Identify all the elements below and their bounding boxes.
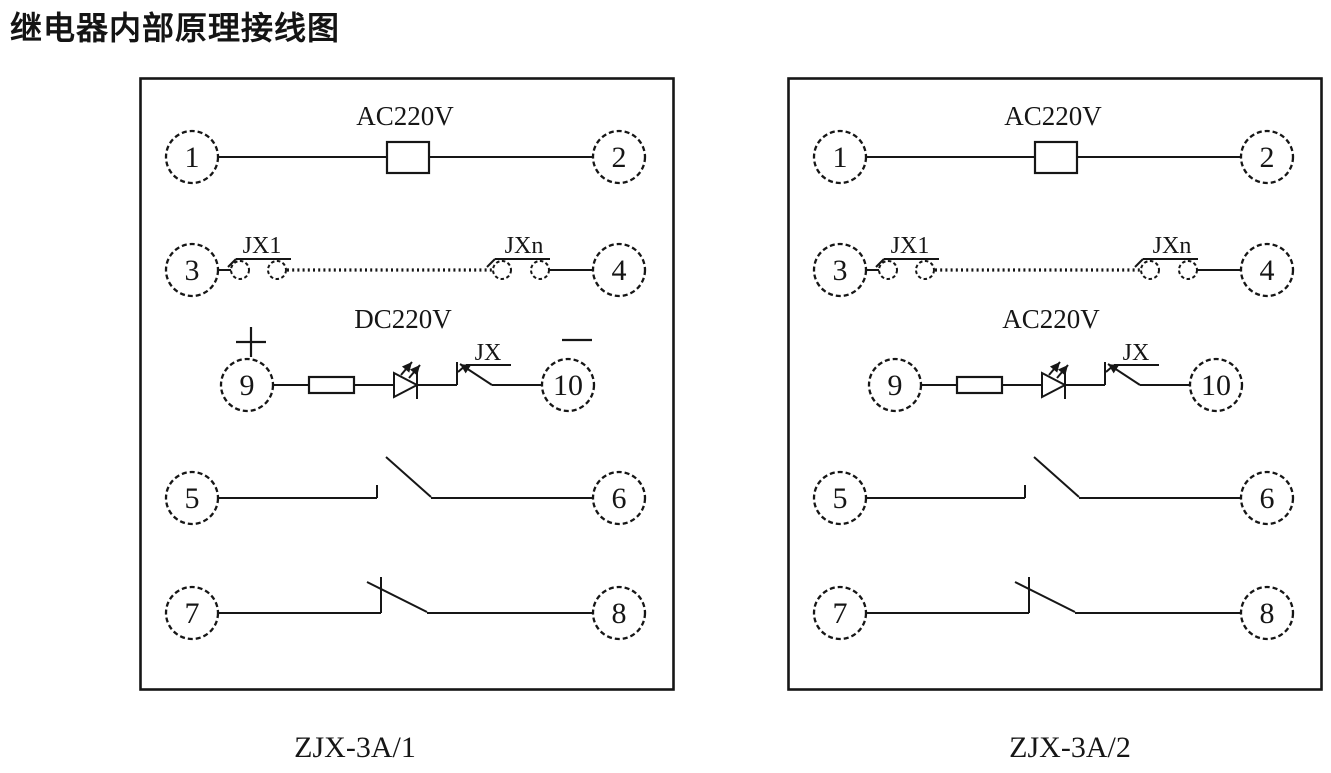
led-light-arrow-head (409, 365, 420, 376)
coil-box (385, 140, 431, 175)
power-voltage-label: AC220V (356, 101, 454, 131)
jx-contact-label-tick (1105, 364, 1115, 373)
indicator-voltage-label: AC220V (1002, 304, 1100, 334)
terminal-6-number: 6 (612, 482, 627, 515)
case-outline (787, 77, 1323, 691)
terminal-10-circle (540, 357, 596, 413)
contact-point-b (915, 260, 935, 280)
no-contact-blade (1033, 456, 1080, 498)
terminal-4-circle (591, 242, 647, 298)
led-light-arrow-head (1057, 365, 1068, 376)
contact-point-a (878, 260, 898, 280)
terminal-3-number: 3 (185, 254, 200, 287)
terminal-1-number: 1 (833, 141, 848, 174)
terminal-7-circle (812, 585, 868, 641)
last-contact-label: JXn (505, 233, 544, 259)
terminal-1-circle (812, 129, 868, 185)
model-caption: ZJX-3A/1 (294, 731, 416, 764)
terminal-9-number: 9 (240, 369, 255, 402)
terminal-7-circle (164, 585, 220, 641)
last-contact-blade-tick (486, 258, 496, 268)
terminal-10-circle (1188, 357, 1244, 413)
terminal-7-number: 7 (185, 597, 200, 630)
jx-contact-arrow (460, 364, 471, 374)
terminal-10-number: 10 (1201, 369, 1231, 402)
first-contact-blade-tick (227, 258, 237, 268)
nc-contact-blade (1014, 581, 1076, 613)
last-contact-blade-tick (1134, 258, 1144, 268)
terminal-1-number: 1 (185, 141, 200, 174)
terminal-8-circle (591, 585, 647, 641)
power-voltage-label: AC220V (1004, 101, 1102, 131)
terminal-7-number: 7 (833, 597, 848, 630)
terminal-4-number: 4 (1260, 254, 1275, 287)
terminal-2-number: 2 (612, 141, 627, 174)
case-outline (139, 77, 675, 691)
contact-point-d (530, 260, 550, 280)
jx-contact-label-tick (457, 364, 467, 373)
jx-contact-label: JX (1123, 340, 1150, 366)
terminal-8-circle (1239, 585, 1295, 641)
terminal-8-number: 8 (612, 597, 627, 630)
led-light-arrow-head (401, 362, 412, 373)
first-contact-label: JX1 (891, 233, 930, 259)
terminal-1-circle (164, 129, 220, 185)
led-light-arrow-head (1049, 362, 1060, 373)
terminal-3-circle (164, 242, 220, 298)
model-caption: ZJX-3A/2 (1009, 731, 1131, 764)
indicator-voltage-label: DC220V (354, 304, 452, 334)
terminal-5-circle (164, 470, 220, 526)
terminal-9-number: 9 (888, 369, 903, 402)
terminal-2-circle (1239, 129, 1295, 185)
last-contact-label: JXn (1153, 233, 1192, 259)
first-contact-label: JX1 (243, 233, 282, 259)
terminal-2-circle (591, 129, 647, 185)
terminal-10-number: 10 (553, 369, 583, 402)
terminal-5-number: 5 (185, 482, 200, 515)
nc-contact-blade (366, 581, 428, 613)
contact-point-b (267, 260, 287, 280)
terminal-6-circle (1239, 470, 1295, 526)
jx-contact-arrow (1108, 364, 1119, 374)
terminal-6-circle (591, 470, 647, 526)
resistor (955, 375, 1004, 395)
terminal-4-number: 4 (612, 254, 627, 287)
led-triangle (393, 371, 420, 399)
terminal-3-circle (812, 242, 868, 298)
terminal-2-number: 2 (1260, 141, 1275, 174)
terminal-9-circle (867, 357, 923, 413)
contact-point-c (1140, 260, 1160, 280)
contact-point-a (230, 260, 250, 280)
terminal-5-number: 5 (833, 482, 848, 515)
contact-point-d (1178, 260, 1198, 280)
contact-point-c (492, 260, 512, 280)
terminal-8-number: 8 (1260, 597, 1275, 630)
resistor (307, 375, 356, 395)
terminal-5-circle (812, 470, 868, 526)
terminal-9-circle (219, 357, 275, 413)
terminal-3-number: 3 (833, 254, 848, 287)
terminal-6-number: 6 (1260, 482, 1275, 515)
no-contact-blade (385, 456, 432, 498)
led-triangle (1041, 371, 1068, 399)
jx-contact-label: JX (475, 340, 502, 366)
terminal-4-circle (1239, 242, 1295, 298)
first-contact-blade-tick (875, 258, 885, 268)
coil-box (1033, 140, 1079, 175)
page-title: 继电器内部原理接线图 (10, 10, 341, 46)
